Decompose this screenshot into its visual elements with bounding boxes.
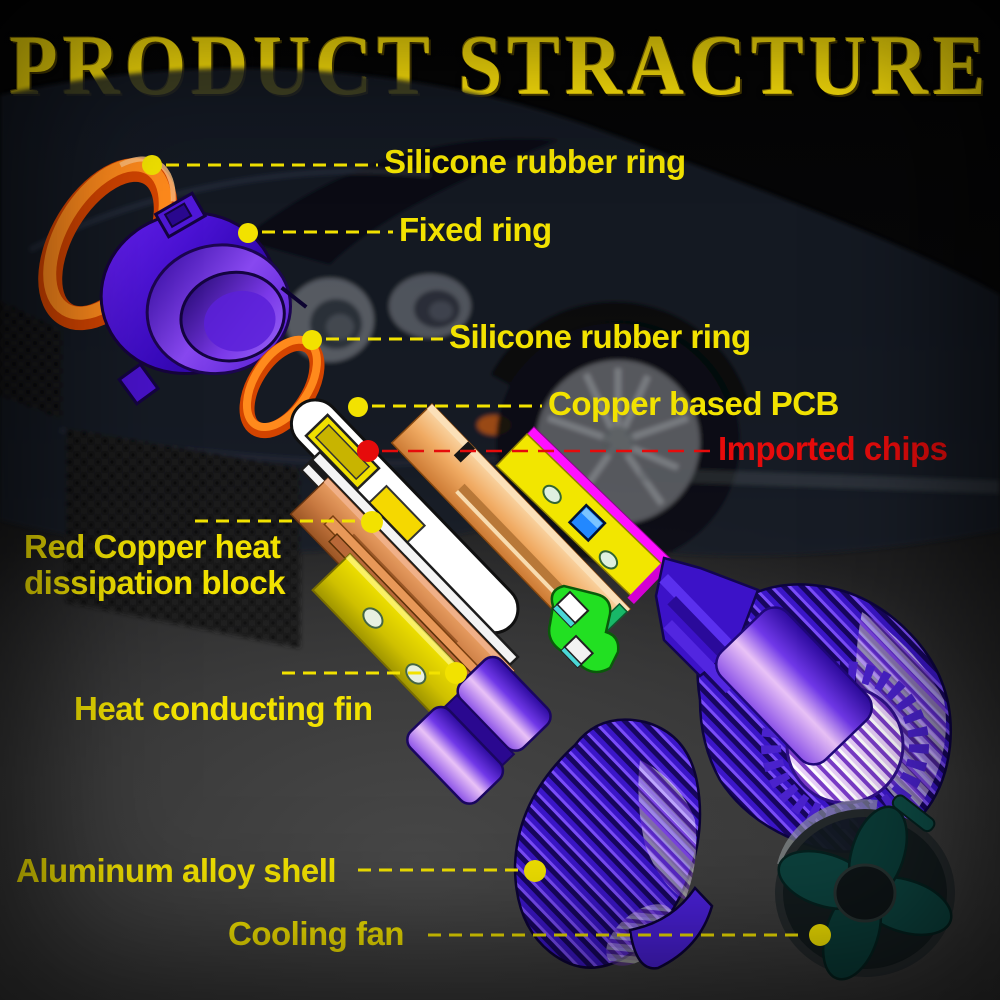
leader-dot	[809, 924, 831, 946]
leader-dot	[361, 511, 383, 533]
leader-dot	[302, 330, 322, 350]
car-grille-mesh	[66, 428, 300, 648]
shell-mouth-hook	[628, 886, 714, 970]
cooling-fan-part	[775, 794, 955, 981]
callout-cooling-fan: Cooling fan	[228, 915, 831, 952]
shell-highlight	[638, 760, 697, 900]
led-holder-cylinders	[406, 655, 552, 805]
leader-dot	[524, 860, 546, 882]
callout-silicone-ring-mid: Silicone rubber ring	[302, 318, 751, 355]
callout-red-copper-block: Red Copper heat dissipation block	[24, 511, 383, 601]
leader-dot	[142, 155, 162, 175]
car-grille-left	[0, 300, 62, 420]
copper-based-pcb-part	[289, 398, 520, 635]
car-background	[0, 68, 1000, 648]
callout-heat-fin: Heat conducting fin	[74, 662, 467, 727]
car-roofline	[240, 138, 560, 265]
label-red-copper-line1: Red Copper heat	[24, 528, 281, 565]
leader-dot	[238, 223, 258, 243]
label-imported-chips: Imported chips	[718, 430, 948, 467]
label-alloy-shell: Aluminum alloy shell	[16, 852, 336, 889]
leader-dot-red	[357, 440, 379, 462]
leader-dot	[348, 397, 368, 417]
fixed-ring-part	[99, 191, 308, 406]
callout-copper-pcb: Copper based PCB	[348, 385, 839, 422]
callout-alloy-shell: Aluminum alloy shell	[16, 852, 546, 889]
car-headlight-right	[389, 274, 471, 338]
label-fixed-ring: Fixed ring	[399, 211, 552, 248]
label-cooling-fan: Cooling fan	[228, 915, 404, 952]
driver-pcb-part	[495, 426, 673, 604]
chip-square	[567, 503, 607, 543]
right-heatsink-core	[715, 606, 873, 766]
aluminum-alloy-shell-part	[406, 655, 714, 970]
car-body	[0, 68, 1000, 556]
callout-silicone-ring-top: Silicone rubber ring	[142, 143, 686, 180]
label-copper-pcb: Copper based PCB	[548, 385, 839, 422]
green-pcb-end	[547, 584, 620, 674]
right-heatsink-assembly	[654, 556, 952, 853]
label-silicone-ring-top: Silicone rubber ring	[384, 143, 686, 180]
label-silicone-ring-mid: Silicone rubber ring	[449, 318, 751, 355]
leader-dot	[445, 662, 467, 684]
label-red-copper-line2: dissipation block	[24, 564, 286, 601]
car-sill-highlight	[639, 468, 1000, 494]
callout-imported-chips: Imported chips	[357, 430, 948, 467]
callout-fixed-ring: Fixed ring	[238, 211, 552, 248]
label-heat-fin: Heat conducting fin	[74, 690, 373, 727]
